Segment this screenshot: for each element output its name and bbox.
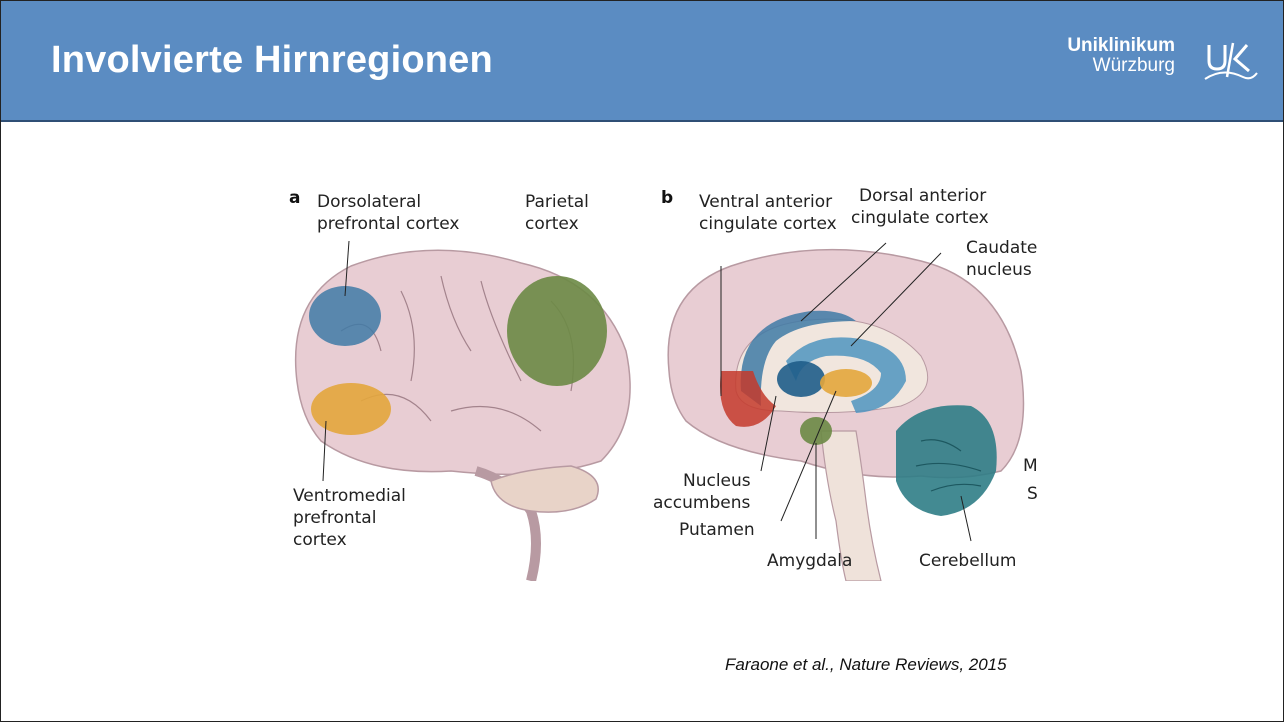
label-cut-2: S — [1027, 484, 1038, 504]
label-cerebellum: Cerebellum — [919, 551, 1016, 571]
label-dlpfc-2: prefrontal cortex — [317, 214, 459, 234]
uniklinikum-logo: Uniklinikum Würzburg — [1063, 31, 1263, 91]
label-vmpfc-3: cortex — [293, 530, 347, 550]
page-title: Involvierte Hirnregionen — [51, 39, 493, 82]
label-putamen: Putamen — [679, 520, 755, 540]
parietal-region — [507, 276, 607, 386]
accumbens-region — [777, 361, 825, 397]
label-dlpfc-1: Dorsolateral — [317, 192, 421, 212]
cerebellum-region — [896, 405, 997, 516]
logo-line1: Uniklinikum — [1067, 35, 1175, 57]
vmpfc-region — [311, 383, 391, 435]
label-parietal-1: Parietal — [525, 192, 589, 212]
label-dacc-2: cingulate cortex — [851, 208, 989, 228]
panel-b-letter: b — [661, 188, 673, 208]
panel-a-letter: a — [289, 188, 300, 208]
brain-figure: a Dorsolateral prefrontal cortex Parieta… — [281, 181, 1041, 581]
ukw-logo-icon — [1203, 37, 1259, 87]
label-cut-1: M — [1023, 456, 1038, 476]
label-vacc-1: Ventral anterior — [699, 192, 832, 212]
header-bar: Involvierte Hirnregionen Uniklinikum Wür… — [1, 1, 1283, 122]
amygdala-region — [800, 417, 832, 445]
label-accumbens-1: Nucleus — [683, 471, 751, 491]
putamen-region — [820, 369, 872, 397]
citation: Faraone et al., Nature Reviews, 2015 — [725, 655, 1007, 675]
logo-line2: Würzburg — [1093, 55, 1175, 77]
label-parietal-2: cortex — [525, 214, 579, 234]
label-amygdala: Amygdala — [767, 551, 852, 571]
label-caudate-1: Caudate — [966, 238, 1037, 258]
label-vmpfc-2: prefrontal — [293, 508, 376, 528]
label-vmpfc-1: Ventromedial — [293, 486, 406, 506]
label-vacc-2: cingulate cortex — [699, 214, 837, 234]
label-accumbens-2: accumbens — [653, 493, 750, 513]
label-caudate-2: nucleus — [966, 260, 1032, 280]
label-dacc-1: Dorsal anterior — [859, 186, 986, 206]
